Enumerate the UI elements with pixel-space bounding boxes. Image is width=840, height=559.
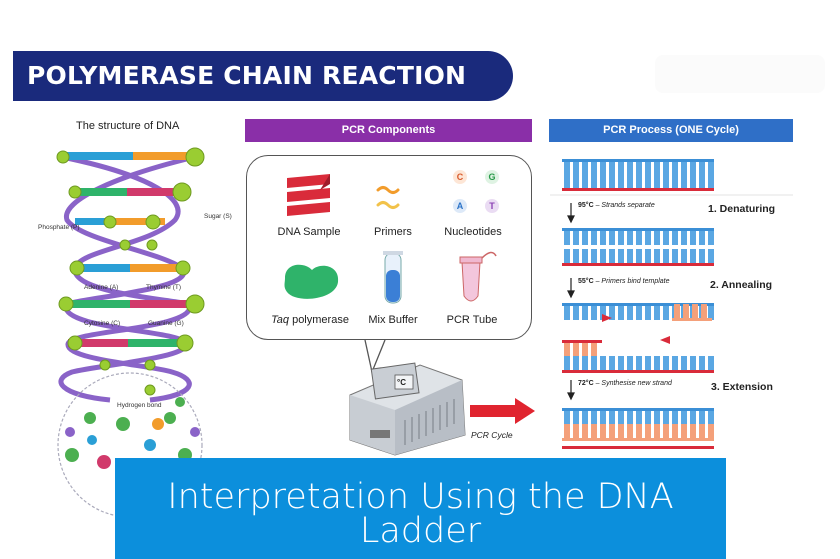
caption-text: Interpretation Using the DNA Ladder	[167, 477, 674, 551]
thermocycler-icon	[349, 362, 466, 456]
nucleotide-t: T	[485, 199, 499, 213]
pcr-components-header: PCR Components	[245, 119, 532, 142]
hydrogen-bond-label: Hydrogen bond	[117, 402, 162, 409]
step2-annealing: 2. Annealing	[710, 279, 773, 291]
step1-denaturing: 1. Denaturing	[708, 203, 776, 215]
guanine-label: Guanine (G)	[148, 320, 184, 327]
pcr-cycle-label: PCR Cycle	[471, 430, 513, 440]
step-arrows	[567, 203, 575, 401]
primers-label: Primers	[374, 226, 412, 238]
step3-extension: 3. Extension	[711, 381, 773, 393]
cytosine-label: Cytosine (C)	[84, 320, 121, 327]
pcr-process-header: PCR Process (ONE Cycle)	[549, 119, 793, 142]
nucleotide-a: A	[453, 199, 467, 213]
phosphate-label: Phosphate (P)	[38, 224, 80, 231]
dna-structure-title: The structure of DNA	[76, 120, 180, 132]
caption-box: Interpretation Using the DNA Ladder	[115, 458, 726, 559]
nucleotide-g: G	[485, 170, 499, 184]
step1-condition: 95°C – Strands separate	[578, 202, 655, 209]
page-title-banner: POLYMERASE CHAIN REACTION	[13, 51, 513, 101]
thymine-label: Thymine (T)	[146, 284, 182, 291]
pcr-tube-label: PCR Tube	[446, 314, 498, 326]
nucleotide-c: C	[453, 170, 467, 184]
sugar-label: Sugar (S)	[204, 213, 232, 220]
adenine-label: Adenine (A)	[84, 284, 119, 291]
faint-watermark-logo	[655, 55, 825, 93]
thermocycler-display: °C	[397, 378, 406, 387]
dna-sample-icon	[287, 174, 330, 216]
step2-condition: 55°C – Primers bind template	[578, 278, 670, 285]
primers-icon	[376, 186, 400, 209]
dna-sample-label: DNA Sample	[277, 226, 341, 238]
pcr-components-panel	[246, 155, 532, 340]
pcr-tube-icon	[459, 251, 497, 302]
taq-polymerase-label: Taq polymerase	[271, 314, 349, 326]
pcr-cycle-arrow	[470, 398, 535, 424]
nucleotides-label: Nucleotides	[444, 226, 502, 238]
taq-polymerase-icon	[284, 264, 339, 299]
mix-buffer-label: Mix Buffer	[368, 314, 418, 326]
step3-condition: 72°C – Synthesise new strand	[578, 380, 672, 387]
base-pair-rungs	[63, 152, 195, 347]
mix-buffer-icon	[383, 251, 403, 304]
